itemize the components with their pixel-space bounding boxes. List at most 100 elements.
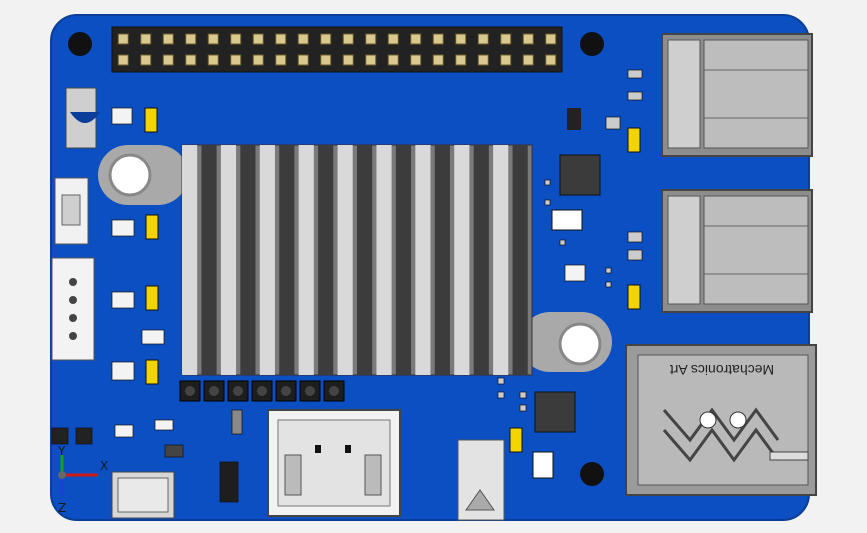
smd-part xyxy=(627,249,643,261)
gpio-pin xyxy=(522,54,534,66)
smd-part xyxy=(111,361,135,381)
gpio-pin xyxy=(117,33,129,45)
capacitor-yellow xyxy=(145,285,159,311)
gpio-pin xyxy=(140,33,152,45)
capacitor-yellow xyxy=(509,427,523,453)
capacitor-yellow xyxy=(627,284,641,310)
hdmi-port[interactable] xyxy=(267,409,401,517)
gpio-pin xyxy=(432,54,444,66)
gpio-pin xyxy=(230,33,242,45)
smd-part xyxy=(605,281,612,288)
smd-part xyxy=(111,219,135,237)
gpio-pin xyxy=(185,54,197,66)
gpio-pin xyxy=(387,33,399,45)
heatsink-fin xyxy=(318,145,334,375)
gpio-pin xyxy=(477,33,489,45)
gpio-pin xyxy=(162,54,174,66)
gpio-header-body xyxy=(111,26,563,73)
gpio-pin xyxy=(185,33,197,45)
smd-chip-5 xyxy=(567,108,581,130)
smd-part xyxy=(75,427,93,445)
smd-components xyxy=(51,69,643,503)
gpio-pin xyxy=(275,33,287,45)
gpio-pin xyxy=(545,33,557,45)
smd-part xyxy=(519,391,527,399)
gpio-pin xyxy=(387,54,399,66)
smd-part xyxy=(219,461,239,503)
gpio-pin xyxy=(500,54,512,66)
heatsink-fin xyxy=(512,145,528,375)
dc-jack[interactable] xyxy=(457,439,505,521)
gpio-pin xyxy=(455,33,467,45)
gpio-pin xyxy=(500,33,512,45)
usb-port-top[interactable] xyxy=(661,33,813,157)
gpio-pin xyxy=(477,54,489,66)
ethernet-jack[interactable]: Mechatronics Art xyxy=(625,344,817,496)
heatsink-fin xyxy=(473,145,489,375)
micro-usb-port[interactable] xyxy=(111,471,175,519)
gpio-pin xyxy=(207,33,219,45)
gpio-pin xyxy=(162,33,174,45)
heatsink-screw-right xyxy=(558,322,602,366)
axis-z-label: Z xyxy=(58,501,66,515)
gpio-pin xyxy=(365,33,377,45)
heatsink-fin xyxy=(454,145,470,375)
heatsink-fin xyxy=(376,145,392,375)
capacitor-yellow xyxy=(145,214,159,240)
tactile-button-cap xyxy=(257,386,267,396)
smd-part xyxy=(114,424,134,438)
smd-part xyxy=(519,404,527,412)
gpio-pin xyxy=(432,33,444,45)
smd-part xyxy=(559,239,566,246)
smd-part xyxy=(544,199,551,206)
heatsink-fin xyxy=(201,145,217,375)
heatsink-fin xyxy=(240,145,256,375)
gpio-pin xyxy=(207,54,219,66)
smd-part xyxy=(627,69,643,79)
heatsink-fin xyxy=(279,145,295,375)
gpio-pin xyxy=(320,33,332,45)
left-connector-jst xyxy=(54,177,89,245)
gpio-pin xyxy=(275,54,287,66)
smd-part xyxy=(231,409,243,435)
smd-chip-3 xyxy=(551,209,583,231)
smd-chip-4 xyxy=(532,451,554,479)
gpio-pin xyxy=(410,33,422,45)
gpio-header xyxy=(111,26,563,73)
gpio-pin xyxy=(252,33,264,45)
gpio-pin xyxy=(522,33,534,45)
gpio-pin xyxy=(117,54,129,66)
heatsink-fin xyxy=(259,145,275,375)
left-oscillator xyxy=(65,87,100,149)
smd-part xyxy=(497,377,505,385)
capacitor-yellow xyxy=(145,359,159,385)
heatsink-fin xyxy=(493,145,509,375)
usb-port-bottom[interactable] xyxy=(661,189,813,313)
heatsink xyxy=(98,144,612,376)
heatsink-fins xyxy=(181,144,533,376)
gpio-pin xyxy=(297,33,309,45)
gpio-pin xyxy=(320,54,332,66)
mounting-hole-top-right xyxy=(580,32,604,56)
tactile-button-cap xyxy=(329,386,339,396)
axis-y-label: Y xyxy=(57,444,66,458)
heatsink-fin xyxy=(395,145,412,375)
left-connector-4pin xyxy=(51,257,95,361)
gpio-pin xyxy=(140,54,152,66)
heatsink-screw-left xyxy=(108,153,152,197)
tactile-button-cap xyxy=(185,386,195,396)
smd-part xyxy=(564,264,586,282)
tactile-button-cap xyxy=(305,386,315,396)
gpio-pin xyxy=(297,54,309,66)
smd-chip-1 xyxy=(559,154,601,196)
capacitor-yellow xyxy=(627,127,641,153)
mounting-hole-top-left xyxy=(68,32,92,56)
gpio-pin xyxy=(342,33,354,45)
axis-x-label: X xyxy=(100,459,108,473)
smd-part xyxy=(627,91,643,101)
smd-part xyxy=(627,231,643,243)
silk-label: Mechatronics Art xyxy=(670,362,774,378)
smd-part xyxy=(164,444,184,458)
heatsink-fin xyxy=(415,145,431,375)
